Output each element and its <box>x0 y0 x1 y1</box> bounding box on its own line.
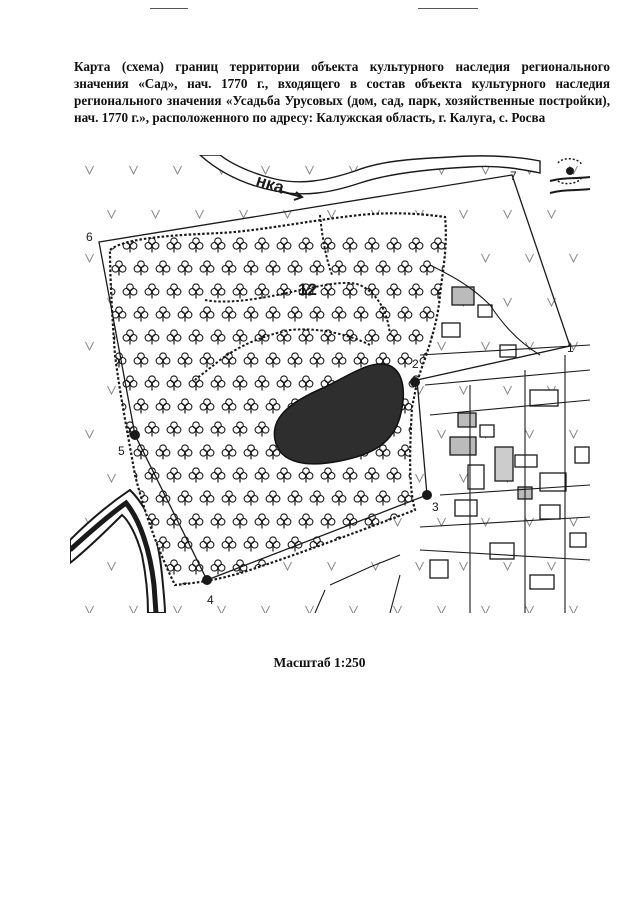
territory-boundary <box>98 174 571 581</box>
village-buildings <box>429 286 590 590</box>
point-label-3: 3 <box>432 500 439 514</box>
clearing-path <box>194 214 391 381</box>
boundary-point-2 <box>410 377 420 387</box>
river-label: нка <box>254 171 287 198</box>
top-rule-left <box>150 8 188 9</box>
village-fences <box>314 264 590 613</box>
point-label-2: 2 <box>412 357 419 371</box>
point-label-4: 4 <box>207 593 214 607</box>
pond <box>273 363 405 465</box>
boundary-point-4 <box>202 575 212 585</box>
boundary-points <box>130 377 432 585</box>
top-rule-right <box>418 8 478 9</box>
flow-arrow <box>279 190 304 201</box>
point-label-5: 5 <box>118 444 125 458</box>
map-scale: Масштаб 1:250 <box>273 655 366 670</box>
point-label-6: 6 <box>86 230 93 244</box>
territory-map: нка 12 <box>70 155 590 613</box>
point-label-7: 7 <box>510 169 517 183</box>
road-top-right <box>549 176 590 194</box>
document-title: Карта (схема) границ территории объекта … <box>74 59 610 125</box>
forest-outline <box>108 212 447 587</box>
boundary-point-5 <box>130 430 140 440</box>
area-number: 12 <box>298 280 317 299</box>
river-top <box>198 155 541 195</box>
point-label-1: 1 <box>567 341 574 355</box>
boundary-point-3 <box>422 490 432 500</box>
landmark-dot <box>566 167 574 175</box>
river-bottom-left <box>70 488 167 613</box>
